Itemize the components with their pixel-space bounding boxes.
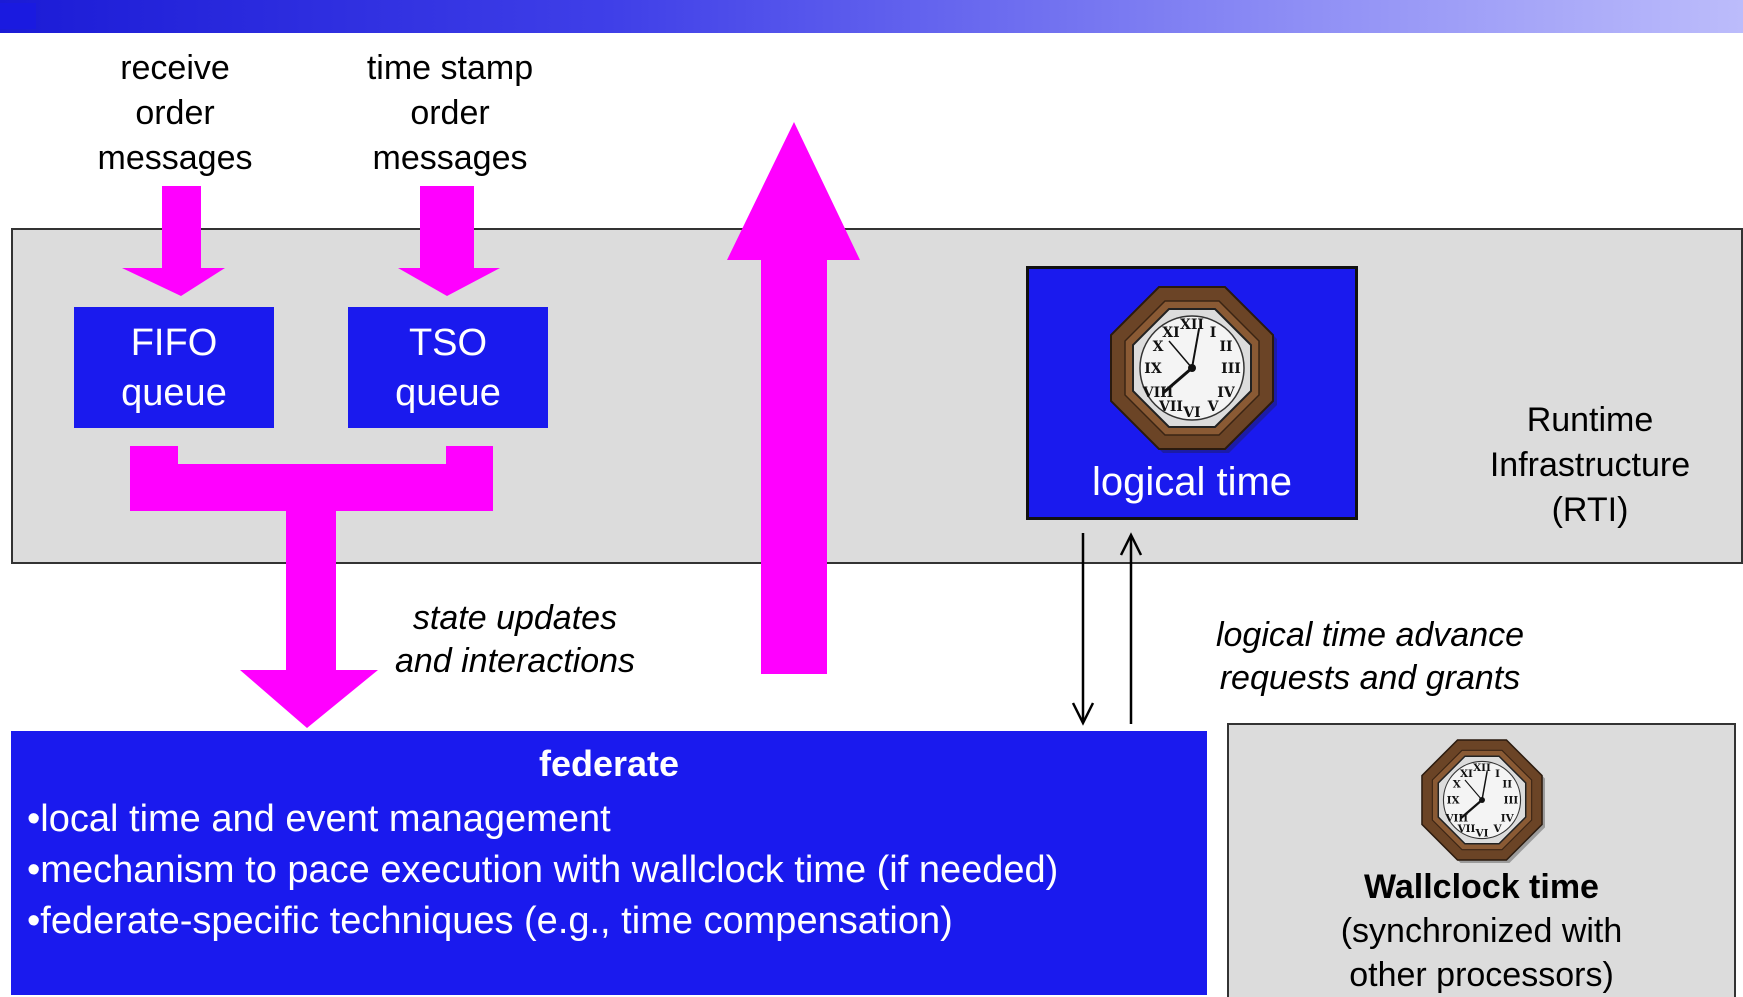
state-updates-line-1: state updates: [412, 599, 618, 637]
rti-label-line-2: Infrastructure: [1489, 446, 1691, 484]
receive-order-line-3: messages: [97, 139, 253, 177]
wallclock-subtitle-line-2: other processors): [1349, 956, 1614, 994]
rti-label: Runtime Infrastructure (RTI): [1460, 398, 1720, 533]
time-stamp-order-label: time stamp order messages: [340, 46, 560, 181]
svg-text:VI: VI: [1475, 827, 1489, 839]
wallclock-subtitle: (synchronized with other processors): [1229, 909, 1734, 997]
time-advance-line-2: requests and grants: [1219, 659, 1521, 697]
clock-icon: XII III VI IX I II IV V VII VIII X XI: [1110, 286, 1277, 453]
rti-label-line-3: (RTI): [1551, 491, 1629, 529]
fifo-queue: FIFO queue: [74, 307, 274, 428]
svg-text:III: III: [1504, 795, 1519, 807]
federate-title: federate: [538, 743, 680, 784]
federate-item: •local time and event management: [27, 798, 611, 840]
svg-text:IV: IV: [1501, 812, 1515, 824]
time-advance-label: logical time advance requests and grants: [1180, 614, 1560, 700]
wallclock-box: XII III VI IX I II IV V VII VIII X XI Wa…: [1227, 723, 1736, 997]
svg-text:I: I: [1495, 768, 1500, 780]
svg-text:XII: XII: [1473, 762, 1491, 774]
logical-time-label: logical time: [1091, 460, 1293, 504]
svg-text:III: III: [1221, 361, 1241, 377]
receive-order-label: receive order messages: [75, 46, 275, 181]
svg-text:VIII: VIII: [1445, 812, 1469, 824]
svg-text:VII: VII: [1457, 823, 1476, 835]
svg-text:V: V: [1207, 399, 1220, 415]
outgoing-messages-arrow: [727, 122, 860, 674]
federate-item: •federate-specific techniques (e.g., tim…: [27, 900, 953, 942]
svg-text:VI: VI: [1182, 405, 1200, 421]
state-updates-label: state updates and interactions: [370, 597, 660, 683]
fifo-queue-line-2: queue: [121, 371, 227, 414]
svg-text:II: II: [1219, 339, 1232, 355]
svg-text:X: X: [1153, 339, 1164, 355]
logical-time-box: XII III VI IX I II IV V VII VIII X XI lo…: [1026, 266, 1358, 520]
federate-item: •mechanism to pace execution with wallcl…: [27, 849, 1059, 891]
state-updates-line-2: and interactions: [394, 642, 636, 680]
time-stamp-order-line-1: time stamp: [366, 49, 534, 87]
time-advance-line-1: logical time advance: [1215, 616, 1525, 654]
receive-order-line-1: receive: [120, 49, 230, 87]
svg-text:V: V: [1493, 823, 1503, 835]
title-bar-accent: [0, 3, 36, 29]
svg-text:X: X: [1453, 778, 1462, 790]
tso-queue-line-1: TSO: [408, 321, 488, 364]
title-bar: [0, 0, 1743, 33]
fifo-queue-line-1: FIFO: [130, 321, 218, 364]
svg-text:XI: XI: [1162, 325, 1179, 341]
wallclock-title: Wallclock time: [1364, 868, 1599, 906]
time-stamp-order-line-3: messages: [372, 139, 528, 177]
time-stamp-order-line-2: order: [410, 94, 490, 132]
receive-order-arrow: [122, 186, 225, 296]
svg-text:I: I: [1210, 325, 1217, 341]
rti-label-line-1: Runtime: [1526, 401, 1654, 439]
tso-queue: TSO queue: [348, 307, 548, 428]
tso-queue-line-2: queue: [395, 371, 501, 414]
clock-icon: XII III VI IX I II IV V VII VIII X XI: [1421, 739, 1545, 863]
svg-text:IX: IX: [1144, 361, 1162, 377]
svg-text:XI: XI: [1460, 768, 1473, 780]
receive-order-line-2: order: [135, 94, 215, 132]
wallclock-subtitle-line-1: (synchronized with: [1340, 912, 1623, 950]
federate-box: federate •local time and event managemen…: [11, 731, 1207, 995]
svg-text:IV: IV: [1217, 385, 1236, 401]
time-stamp-arrow: [398, 186, 500, 296]
queue-merge-connector: [130, 446, 493, 728]
svg-text:II: II: [1502, 778, 1512, 790]
svg-text:VII: VII: [1158, 399, 1183, 415]
svg-text:IX: IX: [1447, 795, 1461, 807]
